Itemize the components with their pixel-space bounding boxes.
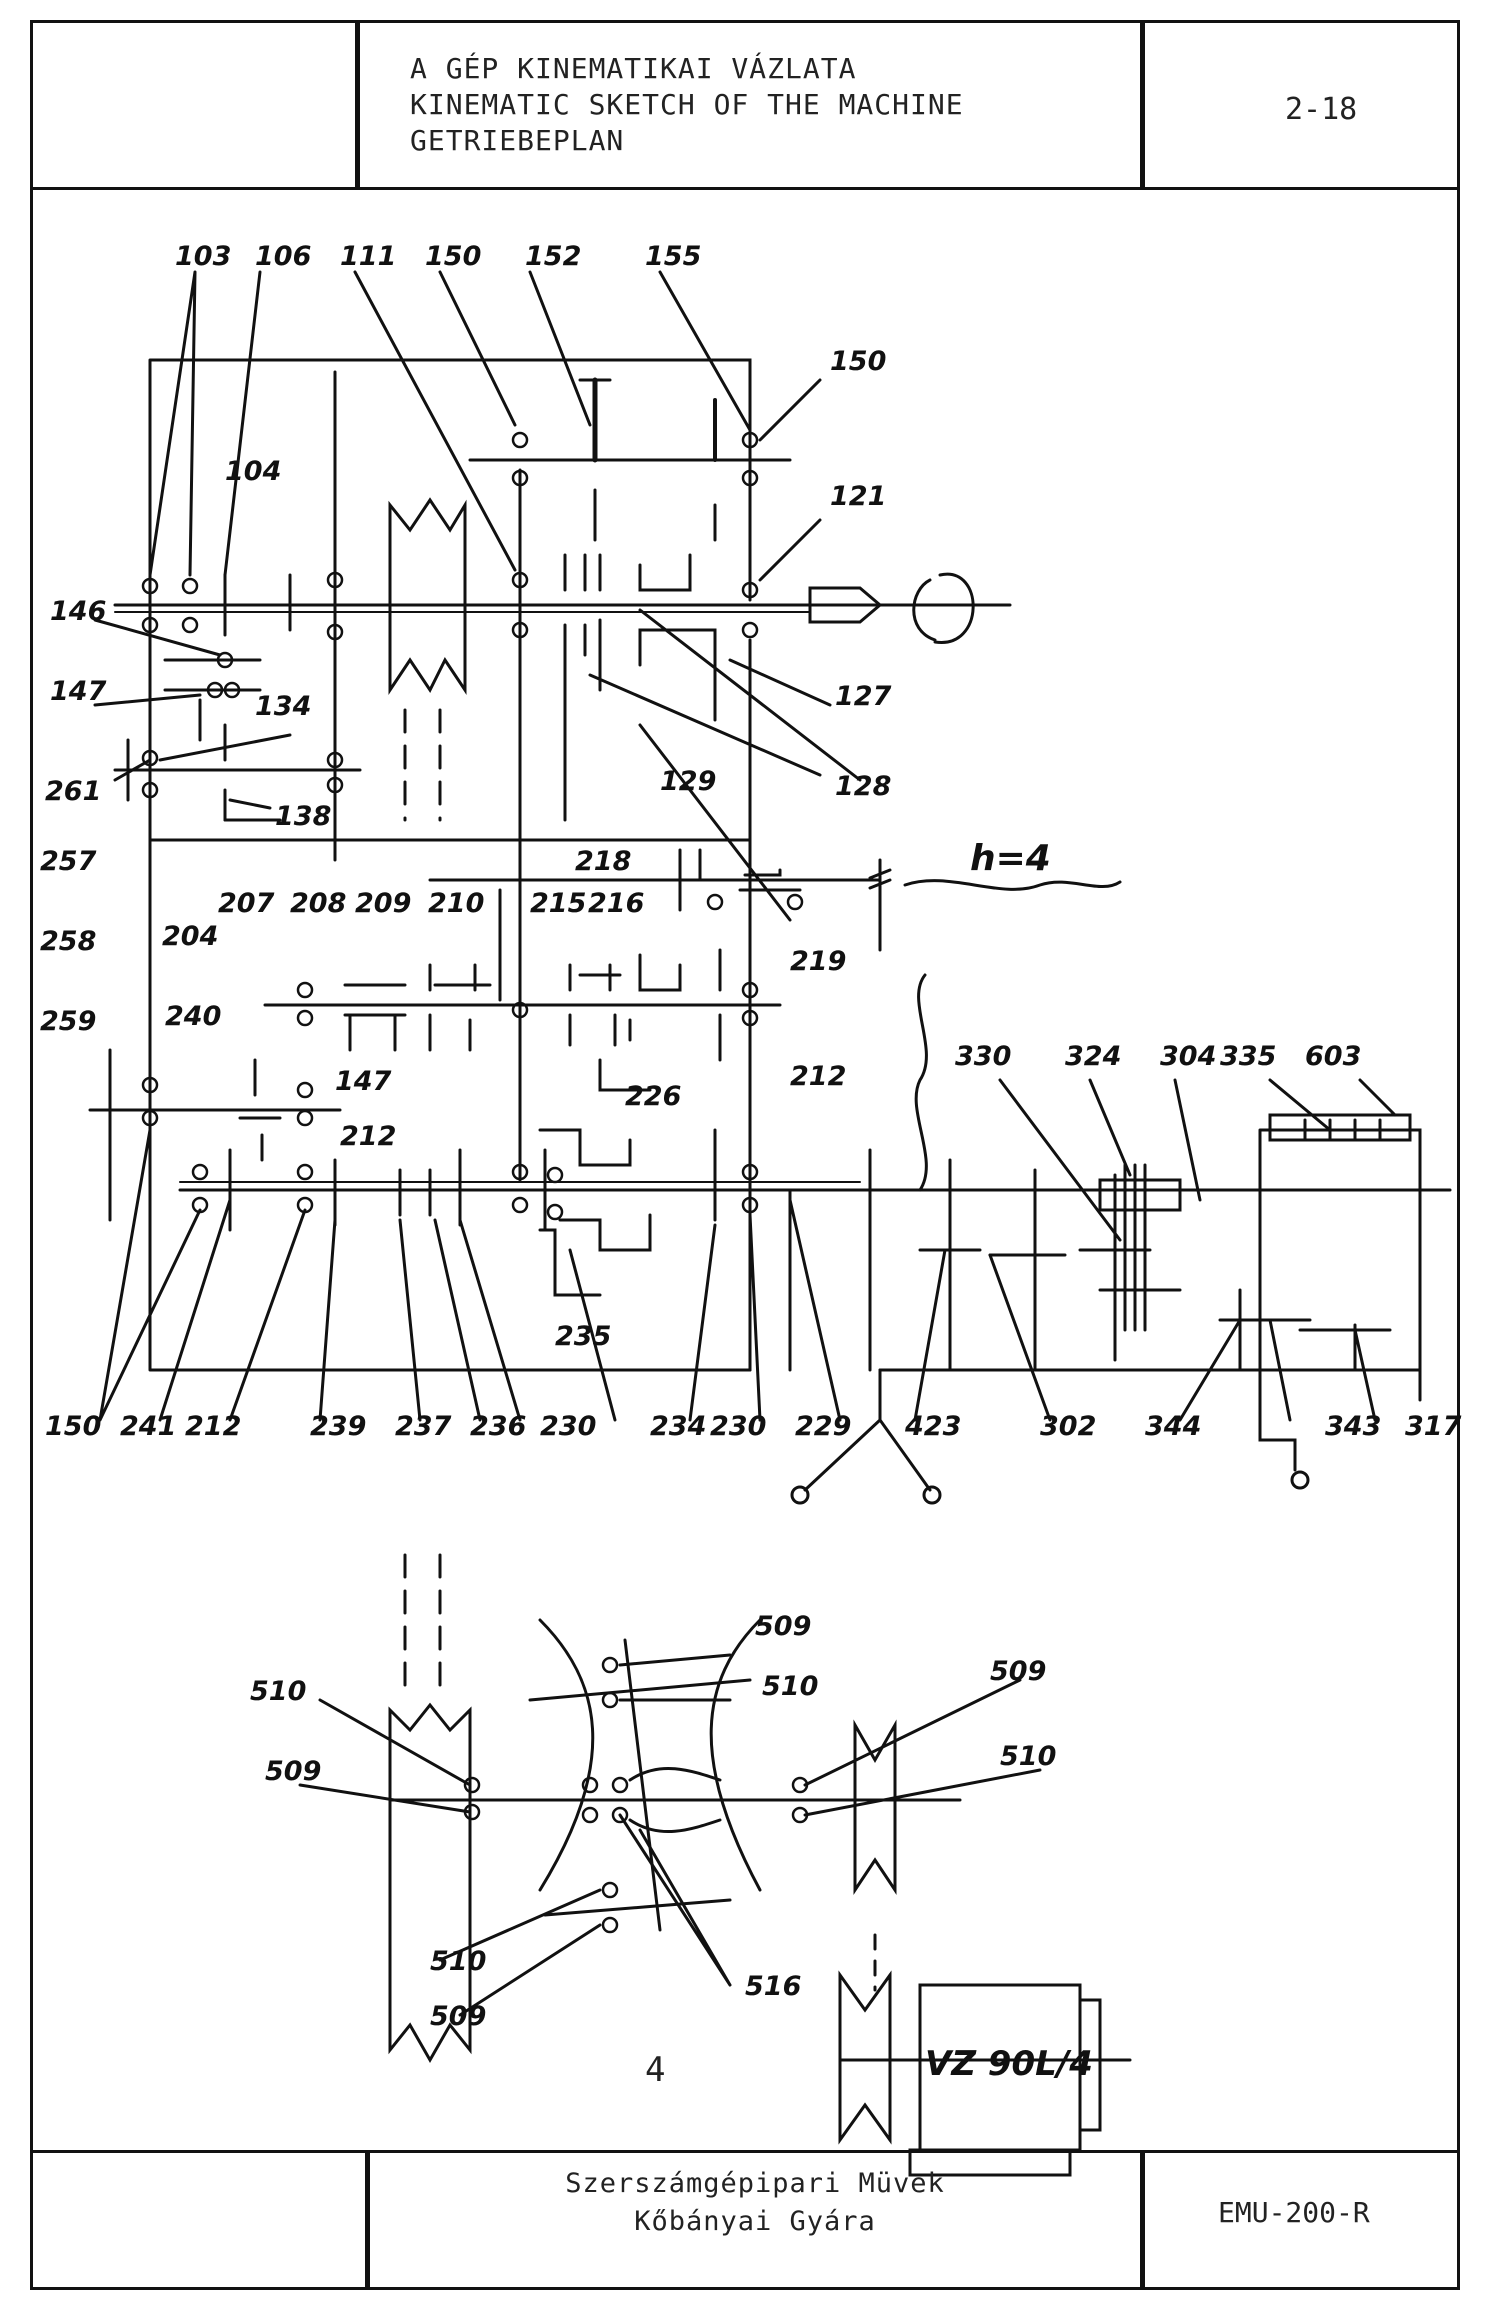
part-label: 510 xyxy=(430,1946,486,1977)
part-label: 129 xyxy=(660,766,716,797)
part-label: 344 xyxy=(1145,1411,1201,1442)
part-label: 343 xyxy=(1325,1411,1381,1442)
part-label: 128 xyxy=(835,771,891,802)
part-label: 257 xyxy=(40,846,97,877)
part-label: 204 xyxy=(162,921,218,952)
maker-line-1: Szerszámgépipari Müvek xyxy=(565,2168,945,2199)
part-label: 216 xyxy=(588,888,644,919)
part-label: 212 xyxy=(185,1411,241,1442)
part-label: 230 xyxy=(710,1411,766,1442)
part-label: 317 xyxy=(1405,1411,1462,1442)
annotation-h4: h=4 xyxy=(970,838,1051,879)
upper-part-labels: 103 106 111 150 152 155 150 104 121 146 … xyxy=(40,241,1462,1442)
part-label: 603 xyxy=(1305,1041,1361,1072)
part-label: 240 xyxy=(165,1001,221,1032)
part-label: 261 xyxy=(45,776,101,807)
part-label: 259 xyxy=(40,1006,96,1037)
part-label: 510 xyxy=(1000,1741,1056,1772)
title-english: KINEMATIC SKETCH OF THE MACHINE xyxy=(410,88,964,121)
part-label: 509 xyxy=(430,2001,486,2032)
part-label: 134 xyxy=(255,691,311,722)
footer-code-cell xyxy=(1140,2150,1460,2290)
part-label: 103 xyxy=(175,241,231,272)
header-code-cell xyxy=(1140,20,1460,190)
maker-line-2: Kőbányai Gyára xyxy=(634,2206,876,2237)
part-label: 510 xyxy=(762,1671,818,1702)
part-label: 152 xyxy=(525,241,581,272)
part-label: 215 xyxy=(530,888,586,919)
part-label: 147 xyxy=(50,676,107,707)
part-label: 106 xyxy=(255,241,311,272)
part-label: 230 xyxy=(540,1411,596,1442)
part-label: 324 xyxy=(1065,1041,1121,1072)
part-label: 218 xyxy=(575,846,631,877)
part-label: 237 xyxy=(395,1411,452,1442)
part-label: 335 xyxy=(1220,1041,1276,1072)
part-label: 236 xyxy=(470,1411,526,1442)
part-label: 146 xyxy=(50,596,106,627)
part-label: 104 xyxy=(225,456,281,487)
sheet-code: 2-18 xyxy=(1285,92,1358,127)
part-label: 302 xyxy=(1040,1411,1096,1442)
part-label: 304 xyxy=(1160,1041,1216,1072)
motor-label: VZ 90L/4 xyxy=(925,2044,1093,2084)
part-label: 241 xyxy=(120,1411,176,1442)
footer-maker-cell xyxy=(365,2150,1145,2290)
part-label: 423 xyxy=(904,1411,961,1442)
part-label: 509 xyxy=(265,1756,321,1787)
part-label: 210 xyxy=(428,888,484,919)
part-label: 147 xyxy=(335,1066,392,1097)
footer-left-cell xyxy=(30,2150,370,2290)
part-label: 111 xyxy=(340,241,396,272)
part-label: 155 xyxy=(645,241,701,272)
title-german: GETRIEBEPLAN xyxy=(410,124,625,157)
part-label: 212 xyxy=(340,1121,396,1152)
part-label: 330 xyxy=(955,1041,1011,1072)
part-label: 509 xyxy=(755,1611,811,1642)
part-label: 226 xyxy=(625,1081,681,1112)
part-label: 207 xyxy=(218,888,275,919)
part-label: 258 xyxy=(40,926,96,957)
lower-part-labels: 509 510 509 510 510 509 510 509 516 VZ 9… xyxy=(250,1611,1093,2084)
part-label: 219 xyxy=(790,946,846,977)
part-label: 234 xyxy=(650,1411,706,1442)
header-title-cell xyxy=(355,20,1145,190)
machine-code: EMU-200-R xyxy=(1218,2196,1370,2229)
part-label: 510 xyxy=(250,1676,306,1707)
part-label: 516 xyxy=(745,1971,801,2002)
part-label: 127 xyxy=(835,681,892,712)
part-label: 239 xyxy=(310,1411,366,1442)
part-label: 212 xyxy=(790,1061,846,1092)
part-label: 150 xyxy=(830,346,886,377)
part-label: 138 xyxy=(275,801,331,832)
page-number: 4 xyxy=(645,2050,666,2090)
part-label: 229 xyxy=(795,1411,851,1442)
part-label: 235 xyxy=(555,1321,611,1352)
title-hungarian: A GÉP KINEMATIKAI VÁZLATA xyxy=(410,52,857,85)
part-label: 509 xyxy=(990,1656,1046,1687)
part-label: 150 xyxy=(45,1411,101,1442)
header-left-cell xyxy=(30,20,360,190)
part-label: 121 xyxy=(830,481,886,512)
part-label: 209 xyxy=(355,888,411,919)
part-label: 208 xyxy=(290,888,346,919)
part-label: 150 xyxy=(425,241,481,272)
